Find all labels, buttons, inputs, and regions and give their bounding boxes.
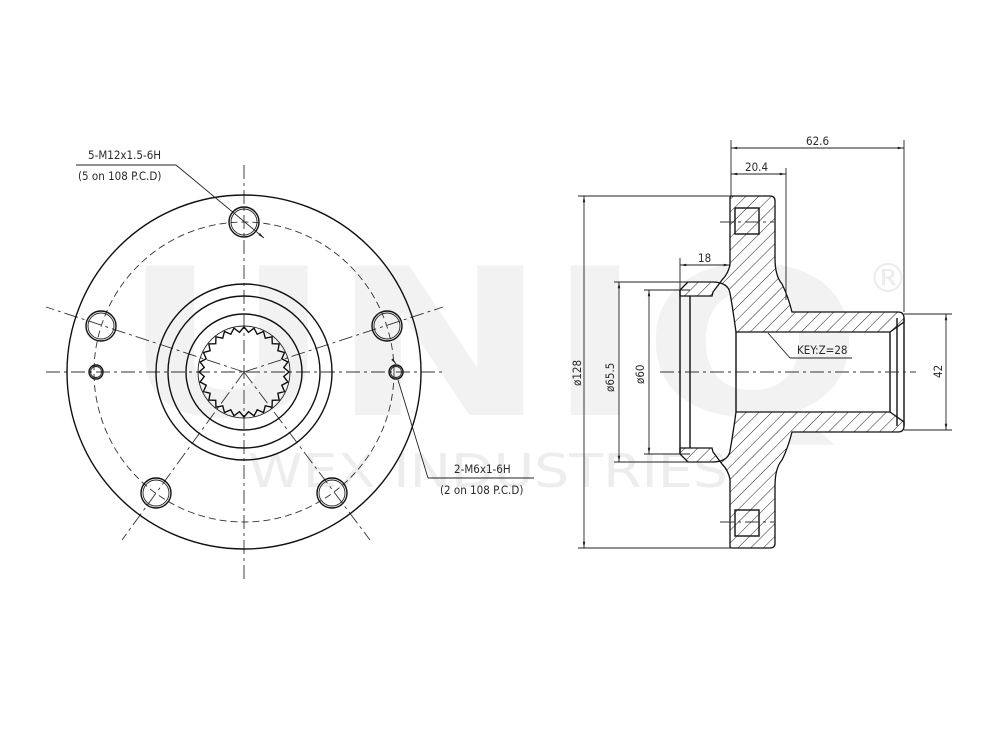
- spline-note: KEY:Z=28: [767, 332, 852, 359]
- spline-teeth: [197, 325, 291, 419]
- dim-65-5-label: ø65.5: [603, 363, 617, 392]
- radial-line: [243, 371, 371, 541]
- dim-42-label: 42: [931, 365, 945, 378]
- dim-20-4-label: 20.4: [745, 160, 768, 174]
- dim-pilot-inner: ø60: [633, 289, 690, 455]
- dim-pilot-outer: ø65.5: [603, 281, 712, 463]
- section-lower-half: [679, 411, 905, 549]
- dim-60-label: ø60: [633, 365, 647, 385]
- section-stud-hole-bottom: [734, 509, 760, 537]
- stud-callout: 5-M12x1.5-6H (5 on 108 P.C.D): [76, 148, 265, 239]
- spline-note-label: KEY:Z=28: [797, 343, 848, 357]
- dim-18-label: 18: [698, 251, 711, 265]
- dim-overall-length: 62.6: [730, 134, 905, 312]
- watermark: UNIQ ® WEX INDUSTRIES: [122, 226, 908, 498]
- dim-62-6-label: 62.6: [806, 134, 829, 148]
- section-upper-half: [679, 195, 905, 333]
- hub-ring-3: [185, 313, 303, 431]
- flange-outer-circle: [66, 194, 422, 550]
- section-view: 62.6 20.4 18 ø128 ø65.5: [570, 134, 952, 549]
- watermark-registered: ®: [868, 256, 908, 302]
- stud-callout-sub: (5 on 108 P.C.D): [78, 169, 161, 183]
- stud-hole: [140, 477, 172, 509]
- screw-callout-sub: (2 on 108 P.C.D): [440, 483, 523, 497]
- screw-callout: 2-M6x1-6H (2 on 108 P.C.D): [391, 358, 534, 497]
- stud-hole: [316, 477, 348, 509]
- radial-line: [121, 371, 245, 541]
- screw-callout-label: 2-M6x1-6H: [454, 462, 511, 476]
- stud-holes: [85, 206, 403, 509]
- pcd-circle: [93, 221, 395, 523]
- hub-ring-2: [167, 295, 321, 449]
- stud-hole: [228, 206, 260, 238]
- dim-shaft-dia: 42: [904, 313, 952, 431]
- stud-callout-label: 5-M12x1.5-6H: [88, 148, 161, 162]
- dim-flange-dia: ø128: [570, 195, 732, 549]
- radial-line: [45, 306, 245, 373]
- stud-hole: [371, 310, 403, 342]
- section-stud-hole-top: [734, 207, 760, 235]
- hub-ring-outer: [155, 283, 333, 461]
- front-view: 5-M12x1.5-6H (5 on 108 P.C.D) 2-M6x1-6H …: [45, 148, 534, 582]
- stud-hole: [85, 310, 117, 342]
- dim-pilot-depth: 18: [679, 251, 730, 290]
- dim-128-label: ø128: [570, 360, 584, 386]
- screw-hole: [88, 364, 104, 380]
- screw-hole: [388, 364, 404, 380]
- screw-holes: [88, 364, 404, 380]
- radial-line: [243, 306, 444, 373]
- dim-flange-hub: 20.4: [731, 160, 787, 300]
